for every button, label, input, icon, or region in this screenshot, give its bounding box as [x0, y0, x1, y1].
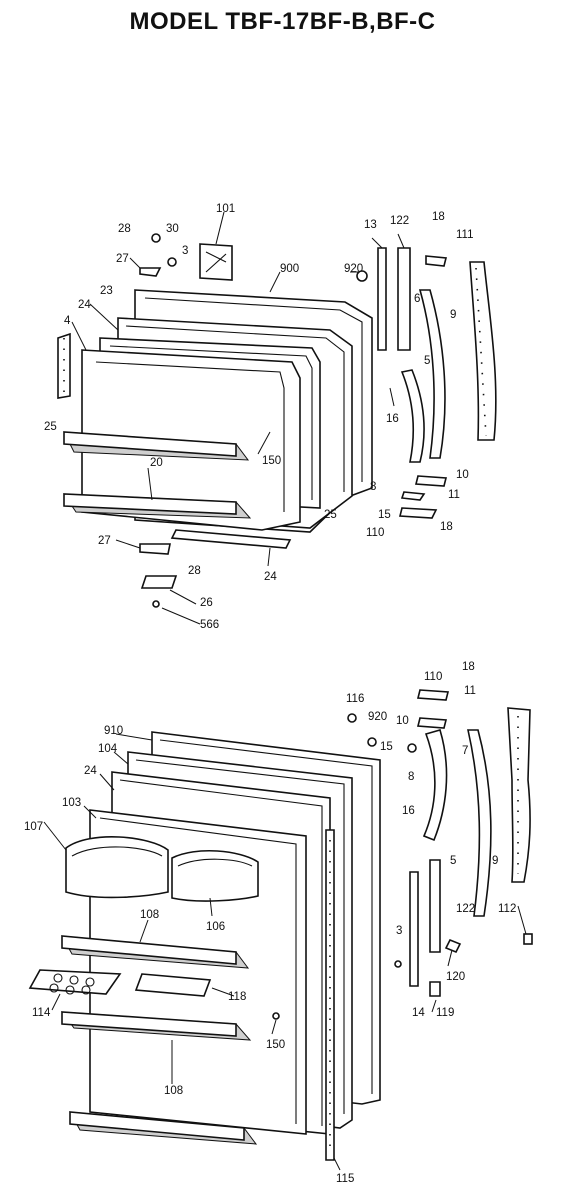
label-24: 24	[78, 299, 91, 311]
label-3: 3	[182, 245, 188, 257]
freezer-bottom-strip	[170, 529, 292, 549]
fresh-food-egg-tray	[28, 969, 122, 995]
label-112: 112	[498, 903, 516, 915]
freezer-handle-6	[418, 289, 446, 459]
label-10b: 10	[396, 715, 409, 727]
fresh-food-dairy-cover-106	[171, 849, 259, 902]
label-122b: 122	[456, 903, 475, 915]
fresh-food-handle-5	[422, 729, 448, 842]
freezer-handle-9	[469, 261, 497, 441]
freezer-door-assembly	[57, 233, 497, 608]
label-566: 566	[200, 619, 219, 631]
label-26: 26	[200, 597, 213, 609]
label-120: 120	[446, 971, 465, 983]
label-25: 25	[44, 421, 57, 433]
label-910: 910	[104, 725, 123, 737]
label-8b: 8	[408, 771, 414, 783]
label-6: 6	[414, 293, 420, 305]
label-108b: 108	[164, 1085, 183, 1097]
label-23: 23	[100, 285, 113, 297]
label-4: 4	[64, 315, 71, 327]
label-16: 16	[386, 413, 399, 425]
label-107: 107	[24, 821, 43, 833]
fresh-food-part-labels: 110 18 11 116 920 910 10 104 15 7 8 24 1…	[24, 661, 516, 1185]
freezer-strip-13	[377, 247, 387, 351]
label-18c: 18	[462, 661, 475, 673]
label-150: 150	[262, 455, 281, 467]
freezer-nameplate	[199, 243, 233, 281]
label-30: 30	[166, 223, 179, 235]
label-24c: 24	[84, 765, 97, 777]
fresh-food-strip-115	[325, 829, 335, 1161]
page-title: MODEL TBF-17BF-B,BF-C	[129, 8, 436, 35]
label-114: 114	[32, 1007, 51, 1019]
label-122: 122	[390, 215, 409, 227]
freezer-leader-lines	[71, 211, 405, 625]
label-106: 106	[206, 921, 225, 933]
label-110b: 110	[424, 671, 442, 683]
label-103: 103	[62, 797, 81, 809]
fresh-food-dairy-cover-107	[65, 836, 169, 899]
label-20: 20	[150, 457, 163, 469]
label-104: 104	[98, 743, 118, 755]
label-10: 10	[456, 469, 469, 481]
fresh-food-door-assembly	[28, 689, 533, 1161]
label-3b: 3	[396, 925, 402, 937]
label-27b: 27	[98, 535, 111, 547]
label-110: 110	[366, 527, 384, 539]
label-15b: 15	[380, 741, 393, 753]
label-9b: 9	[492, 855, 498, 867]
label-101: 101	[216, 203, 235, 215]
label-111: 111	[456, 229, 473, 241]
label-5: 5	[424, 355, 430, 367]
label-116: 116	[346, 693, 364, 705]
label-15: 15	[378, 509, 391, 521]
label-7: 7	[462, 745, 468, 757]
label-119: 119	[436, 1007, 454, 1019]
label-14: 14	[412, 1007, 425, 1019]
label-25b: 25	[324, 509, 337, 521]
label-118: 118	[228, 991, 246, 1003]
fresh-food-leader-lines	[43, 733, 527, 1171]
fresh-food-handle-7	[466, 729, 492, 917]
label-920b: 920	[368, 711, 387, 723]
label-16b: 16	[402, 805, 415, 817]
label-115: 115	[336, 1173, 354, 1185]
label-18: 18	[432, 211, 445, 223]
fresh-food-handle-9	[507, 707, 531, 883]
freezer-handle-5	[400, 369, 425, 463]
freezer-trim-left	[57, 332, 71, 399]
label-900: 900	[280, 263, 299, 275]
freezer-part-labels: 28 30 27 3 101 900 920 13 122 18 111 23 …	[44, 203, 473, 631]
label-8: 8	[370, 481, 376, 493]
freezer-strip-122	[397, 247, 411, 351]
label-24b: 24	[264, 571, 277, 583]
label-28: 28	[118, 223, 131, 235]
fresh-food-strip-14	[409, 871, 419, 987]
fresh-food-bracket-118	[134, 973, 212, 997]
label-150b: 150	[266, 1039, 285, 1051]
label-5b: 5	[450, 855, 456, 867]
label-11: 11	[448, 489, 460, 501]
label-27: 27	[116, 253, 129, 265]
label-11b: 11	[464, 685, 476, 697]
label-28b: 28	[188, 565, 201, 577]
label-18b: 18	[440, 521, 453, 533]
fresh-food-strip-122	[429, 859, 441, 953]
label-920: 920	[344, 263, 363, 275]
label-9: 9	[450, 309, 456, 321]
label-13: 13	[364, 219, 377, 231]
label-108a: 108	[140, 909, 159, 921]
